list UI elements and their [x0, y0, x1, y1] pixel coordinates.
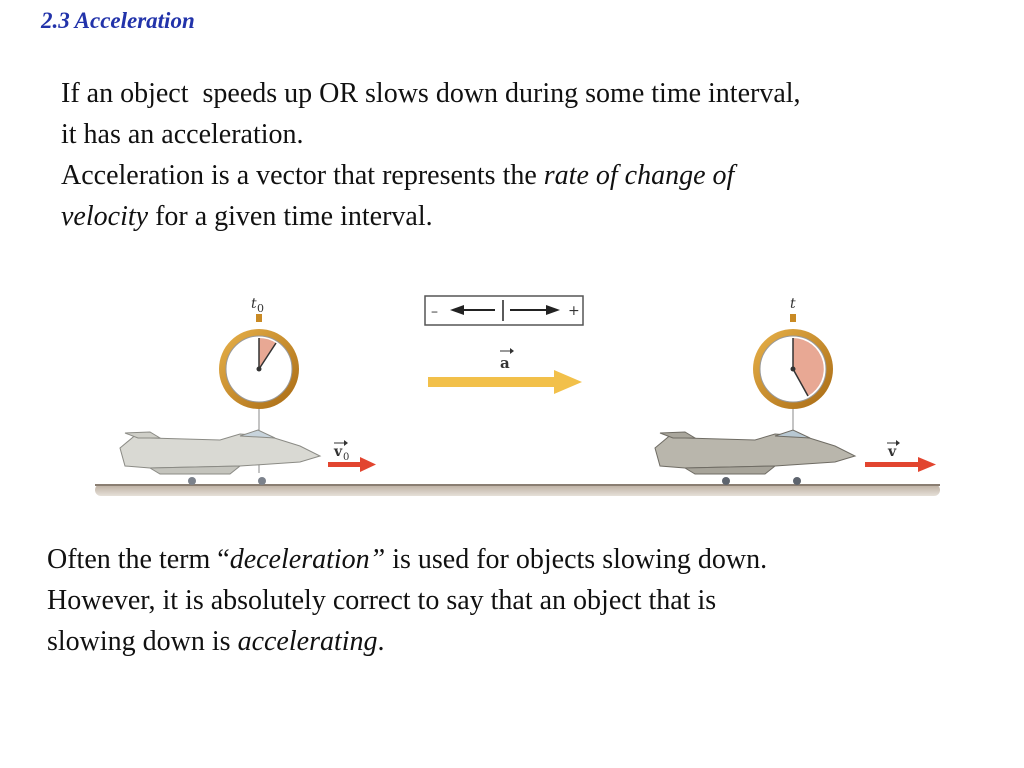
- slide-title: 2.3 Acceleration: [41, 8, 195, 33]
- closing-line-2: However, it is absolutely correct to say…: [47, 585, 717, 616]
- closing-line-3a: slowing down is: [47, 626, 238, 657]
- intro-emphasis-velocity: velocity: [61, 201, 149, 232]
- v-label: v: [887, 444, 897, 460]
- jet-end: [654, 429, 857, 485]
- v0-subscript: 0: [343, 452, 349, 463]
- final-velocity-vector: v: [865, 440, 936, 472]
- closing-emphasis-accelerating: accelerating: [237, 626, 378, 657]
- intro-paragraph: If an object speeds up OR slows down dur…: [61, 73, 801, 237]
- jet-start: [119, 429, 322, 485]
- t0-subscript: 0: [257, 302, 264, 315]
- closing-emphasis-deceleration: deceleration”: [229, 544, 386, 575]
- intro-line-1: If an object speeds up OR slows down dur…: [61, 78, 801, 109]
- ground-strip: [95, 484, 940, 496]
- axis-minus-label: –: [431, 304, 438, 320]
- v0-label: v: [333, 444, 343, 460]
- closing-line-1c: is used for objects slowing down.: [385, 544, 768, 575]
- closing-line-3c: .: [377, 626, 385, 657]
- stopwatch-start: t 0: [219, 296, 299, 473]
- acceleration-label: a: [500, 354, 510, 372]
- closing-paragraph: Often the term “deceleration” is used fo…: [47, 539, 767, 662]
- acceleration-figure: t 0 t – + a: [95, 295, 940, 496]
- closing-line-1a: Often the term “: [47, 544, 230, 575]
- sign-convention-box: – +: [424, 295, 584, 326]
- intro-line-3a: Acceleration is a vector that represents…: [61, 160, 544, 191]
- intro-line-2: it has an acceleration.: [61, 119, 304, 150]
- intro-emphasis-rate: rate of change of: [543, 160, 735, 191]
- t-label: t: [790, 296, 796, 312]
- intro-line-4b: for a given time interval.: [148, 201, 433, 232]
- axis-plus-label: +: [568, 303, 580, 319]
- initial-velocity-vector: v 0: [328, 440, 376, 472]
- stopwatch-end: t: [753, 296, 833, 448]
- t0-label: t: [251, 296, 257, 312]
- acceleration-vector: a: [428, 348, 582, 394]
